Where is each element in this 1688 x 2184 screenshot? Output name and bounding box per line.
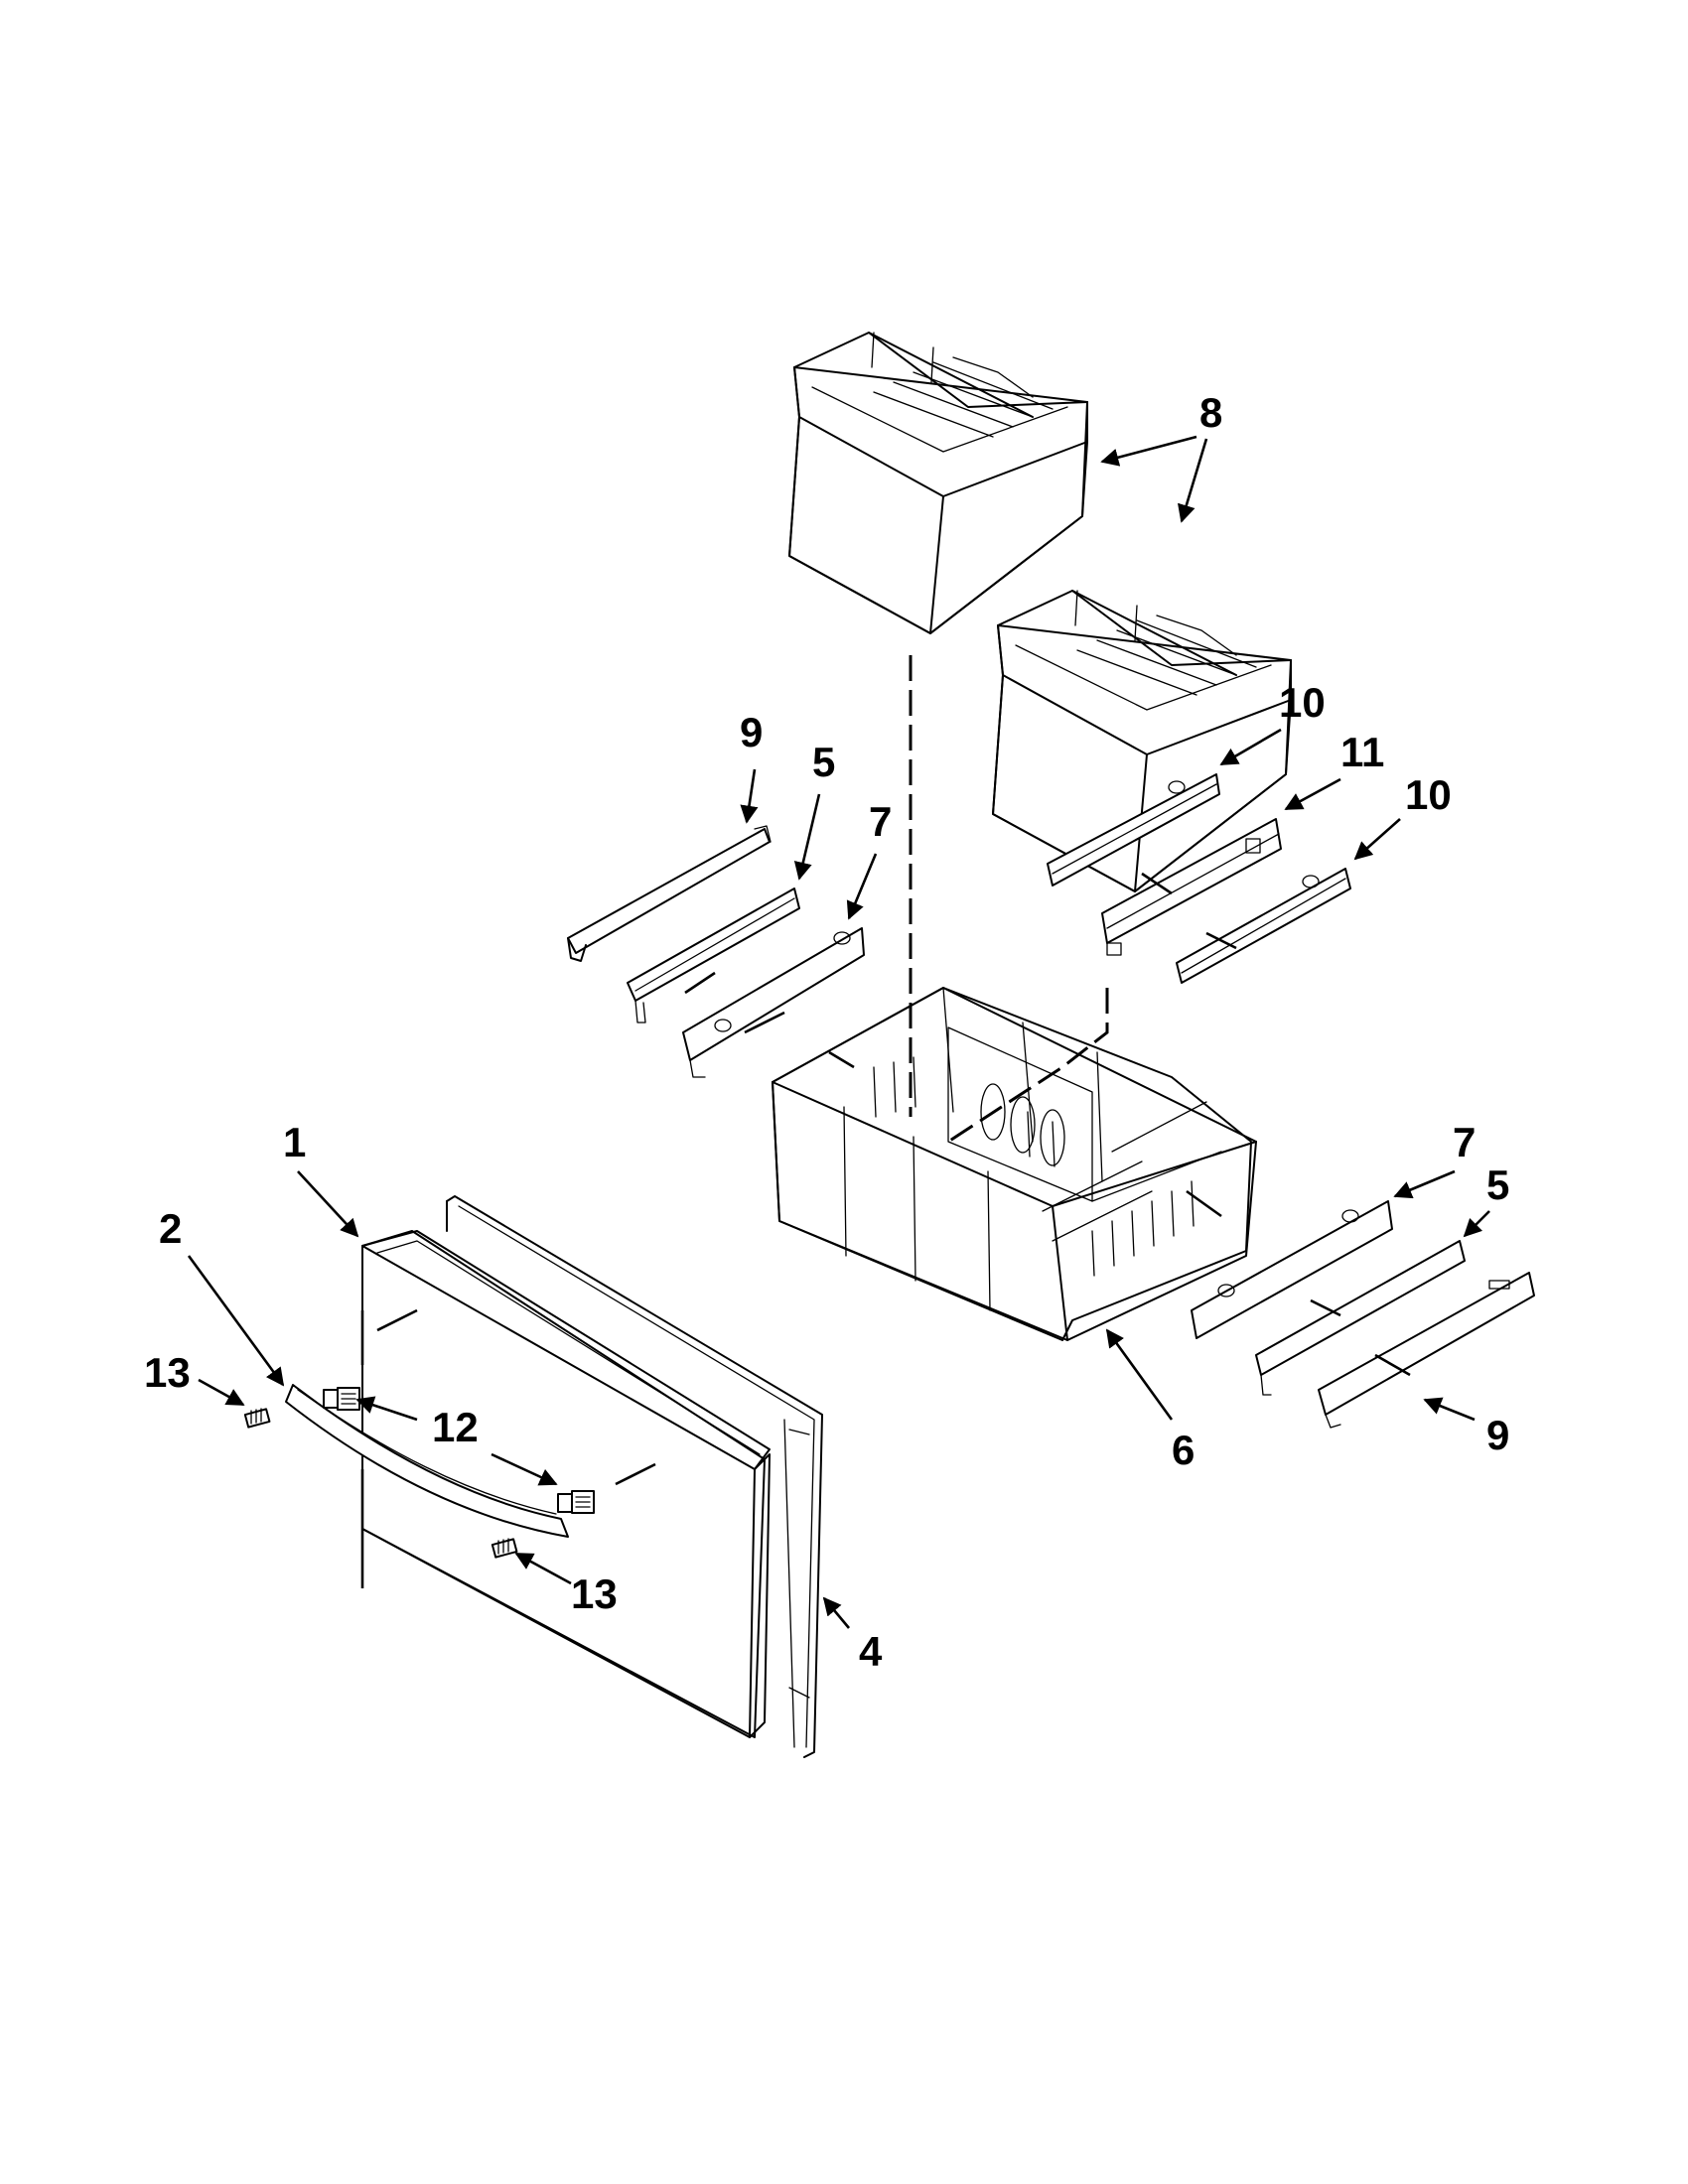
assembly-lines xyxy=(360,655,1411,1588)
callout-5-left: 5 xyxy=(812,739,835,785)
callout-10-upper: 10 xyxy=(1279,679,1326,726)
callout-8: 8 xyxy=(1199,389,1222,436)
arrow-4 xyxy=(822,1596,850,1629)
arrow-10-lower xyxy=(1353,818,1401,861)
arrow-12-lower xyxy=(491,1452,558,1486)
callout-6: 6 xyxy=(1172,1427,1195,1473)
arrow-7-left xyxy=(846,853,878,920)
upper-basket-right xyxy=(992,590,1292,892)
rail-cover-left xyxy=(567,825,772,962)
arrow-9-right xyxy=(1423,1397,1476,1422)
callout-2: 2 xyxy=(159,1205,182,1252)
lower-freezer-basket xyxy=(772,987,1257,1341)
callout-7-right: 7 xyxy=(1453,1119,1476,1165)
set-screw-right xyxy=(491,1538,518,1559)
callout-13-right: 13 xyxy=(571,1570,618,1617)
set-screw-left xyxy=(243,1408,271,1429)
callout-13-left: 13 xyxy=(144,1349,191,1396)
rail-cover-right xyxy=(1318,1272,1535,1429)
slide-rail-right xyxy=(1255,1240,1466,1396)
slide-rail-left xyxy=(627,887,800,1024)
callout-11: 11 xyxy=(1340,729,1384,775)
callout-arrows xyxy=(187,435,1490,1629)
arrow-13-right xyxy=(514,1552,572,1585)
arrow-5-right xyxy=(1463,1210,1490,1238)
handle-screw-lower xyxy=(557,1490,595,1514)
callout-5-right: 5 xyxy=(1486,1161,1509,1208)
arrow-2 xyxy=(187,1255,285,1387)
upper-basket-left xyxy=(788,332,1088,634)
arrow-1 xyxy=(297,1170,359,1238)
handle-screw-upper xyxy=(323,1387,360,1411)
arrow-5-left xyxy=(793,793,821,881)
arrow-8-right xyxy=(1178,438,1208,523)
callout-9-left: 9 xyxy=(740,709,763,755)
callout-labels: 8 9 5 7 10 11 10 7 5 9 6 1 2 13 12 13 4 xyxy=(144,389,1509,1675)
arrow-8-left xyxy=(1100,435,1197,467)
callout-9-right: 9 xyxy=(1486,1412,1509,1458)
callout-7-left: 7 xyxy=(869,798,892,845)
arrow-13-left xyxy=(198,1378,245,1407)
basket-rail-lower xyxy=(1176,868,1351,984)
callout-1: 1 xyxy=(283,1119,306,1165)
basket-rail-upper xyxy=(1047,773,1220,887)
arrow-11 xyxy=(1284,777,1341,811)
callout-4: 4 xyxy=(859,1628,883,1675)
arrow-7-right xyxy=(1393,1169,1456,1199)
slide-bracket-left xyxy=(682,927,865,1078)
slide-bracket-right xyxy=(1191,1200,1393,1339)
arrow-12-upper xyxy=(355,1396,418,1422)
arrow-10-upper xyxy=(1219,728,1282,766)
callout-12: 12 xyxy=(432,1404,479,1450)
arrow-9-left xyxy=(740,768,759,824)
callout-10-lower: 10 xyxy=(1405,771,1452,818)
center-rail xyxy=(1101,818,1282,956)
door-gasket xyxy=(446,1195,823,1758)
arrow-6 xyxy=(1105,1328,1174,1421)
door-handle xyxy=(285,1384,569,1538)
